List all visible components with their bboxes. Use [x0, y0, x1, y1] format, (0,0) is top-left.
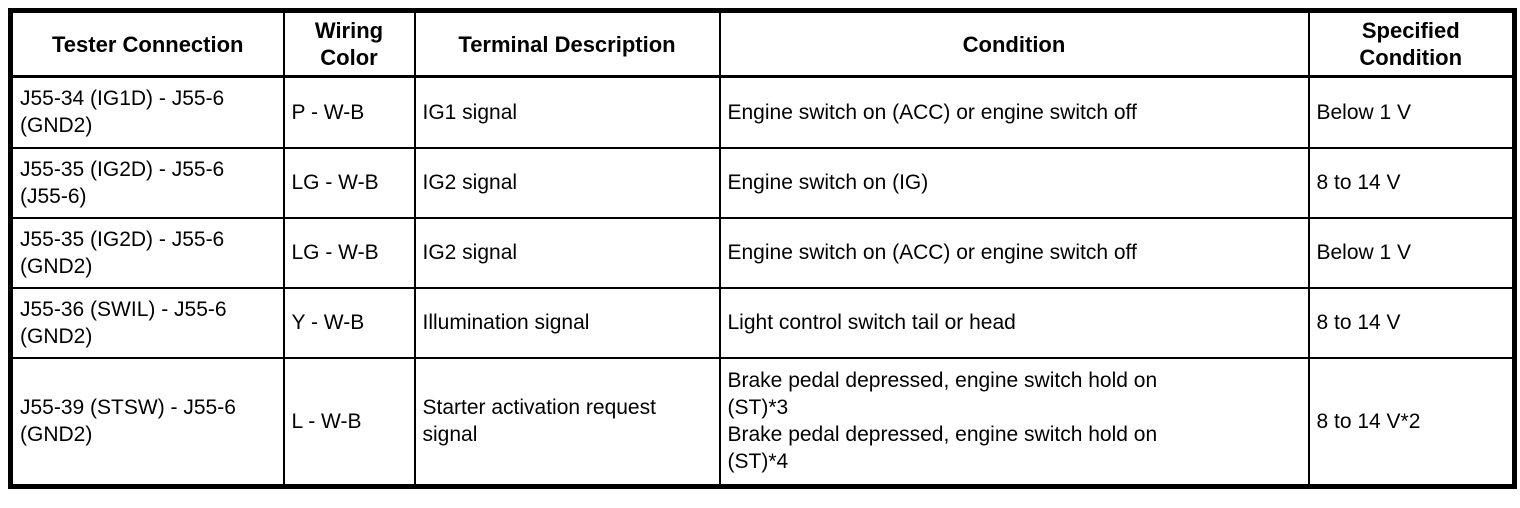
cell-wiring-color: L - W-B: [282, 356, 416, 488]
cell-tester-connection: J55-35 (IG2D) - J55-6 (J55-6): [9, 146, 285, 219]
table-row: J55-34 (IG1D) - J55-6 (GND2) P - W-B IG1…: [9, 75, 1516, 149]
cell-tester-connection: J55-36 (SWIL) - J55-6 (GND2): [9, 286, 285, 359]
column-header-specified-condition: Specified Condition: [1307, 9, 1516, 78]
cell-wiring-color: LG - W-B: [282, 146, 416, 219]
table-row: J55-36 (SWIL) - J55-6 (GND2) Y - W-B Ill…: [9, 286, 1516, 359]
column-header-tester-connection: Tester Connection: [9, 9, 285, 78]
column-header-wiring-color: Wiring Color: [282, 9, 416, 78]
cell-specified-condition: Below 1 V: [1307, 75, 1516, 149]
cell-specified-condition: Below 1 V: [1307, 216, 1516, 289]
column-header-condition: Condition: [718, 9, 1310, 78]
cell-terminal-description: IG2 signal: [413, 146, 721, 219]
cell-terminal-description: Illumination signal: [413, 286, 721, 359]
table-row: J55-35 (IG2D) - J55-6 (GND2) LG - W-B IG…: [9, 216, 1516, 289]
cell-specified-condition: 8 to 14 V: [1307, 146, 1516, 219]
cell-terminal-description: IG2 signal: [413, 216, 721, 289]
cell-wiring-color: LG - W-B: [282, 216, 416, 289]
cell-condition: Engine switch on (IG): [718, 146, 1310, 219]
table-row: J55-39 (STSW) - J55-6 (GND2) L - W-B Sta…: [9, 356, 1516, 488]
cell-tester-connection: J55-35 (IG2D) - J55-6 (GND2): [9, 216, 285, 289]
cell-condition: Brake pedal depressed, engine switch hol…: [718, 356, 1310, 488]
cell-specified-condition: 8 to 14 V: [1307, 286, 1516, 359]
terminal-voltage-table: Tester Connection Wiring Color Terminal …: [8, 8, 1517, 489]
cell-tester-connection: J55-39 (STSW) - J55-6 (GND2): [9, 356, 285, 488]
cell-wiring-color: P - W-B: [282, 75, 416, 149]
table-row: J55-35 (IG2D) - J55-6 (J55-6) LG - W-B I…: [9, 146, 1516, 219]
cell-wiring-color: Y - W-B: [282, 286, 416, 359]
cell-condition: Light control switch tail or head: [718, 286, 1310, 359]
cell-terminal-description: IG1 signal: [413, 75, 721, 149]
cell-tester-connection: J55-34 (IG1D) - J55-6 (GND2): [9, 75, 285, 149]
table-header-row: Tester Connection Wiring Color Terminal …: [9, 9, 1516, 78]
cell-specified-condition: 8 to 14 V*2: [1307, 356, 1516, 488]
column-header-terminal-description: Terminal Description: [413, 9, 721, 78]
cell-terminal-description: Starter activation request signal: [413, 356, 721, 488]
cell-condition: Engine switch on (ACC) or engine switch …: [718, 75, 1310, 149]
cell-condition: Engine switch on (ACC) or engine switch …: [718, 216, 1310, 289]
